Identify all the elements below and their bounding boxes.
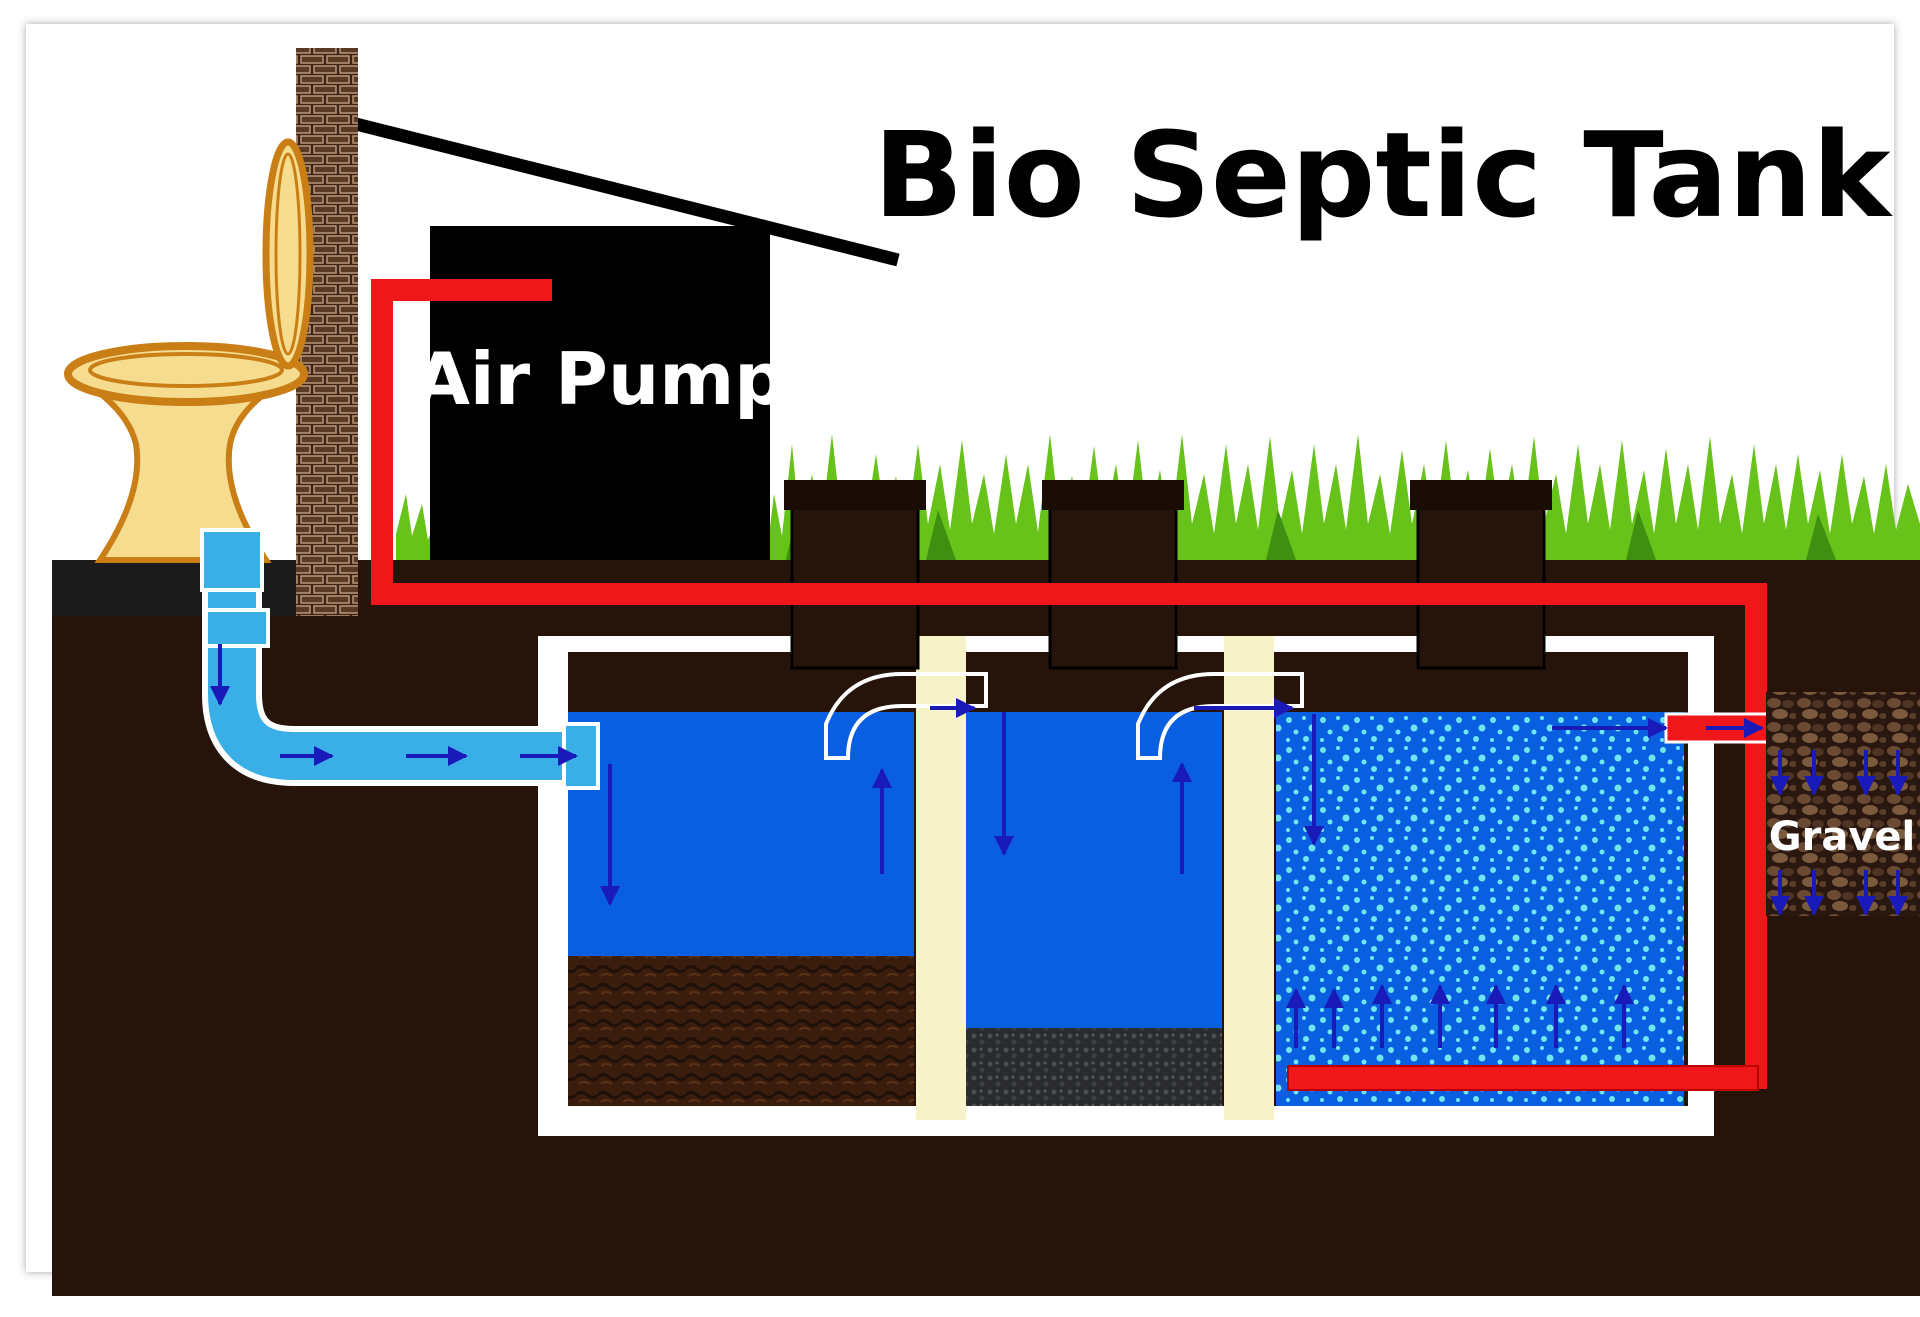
chamber-3-aerated: [1276, 712, 1684, 1106]
aerator-diffuser: [1287, 1065, 1759, 1091]
gravel-bed: Gravel: [1766, 692, 1920, 916]
diagram-title: Bio Septic Tank: [873, 106, 1893, 244]
septic-tank-diagram: Air Pump Gravel: [52, 48, 1920, 1296]
diagram-frame: Air Pump Gravel: [26, 24, 1920, 1296]
access-risers: [784, 480, 1552, 670]
chamber-1-sludge: [568, 956, 914, 1106]
roof-line: [354, 117, 900, 267]
air-pump: Air Pump: [414, 226, 786, 560]
chamber-2-bed: [966, 1028, 1222, 1106]
gravel-label: Gravel: [1769, 814, 1915, 860]
toilet-icon: [64, 138, 314, 563]
baffle-2: [1224, 636, 1274, 1120]
transfer-elbow-2: [1136, 672, 1304, 760]
air-pump-label: Air Pump: [414, 337, 786, 421]
transfer-elbow-1: [824, 672, 988, 760]
septic-tank: [538, 636, 1714, 1136]
flow-arrows: [210, 644, 1908, 1048]
chamber-1-water: [568, 712, 914, 956]
